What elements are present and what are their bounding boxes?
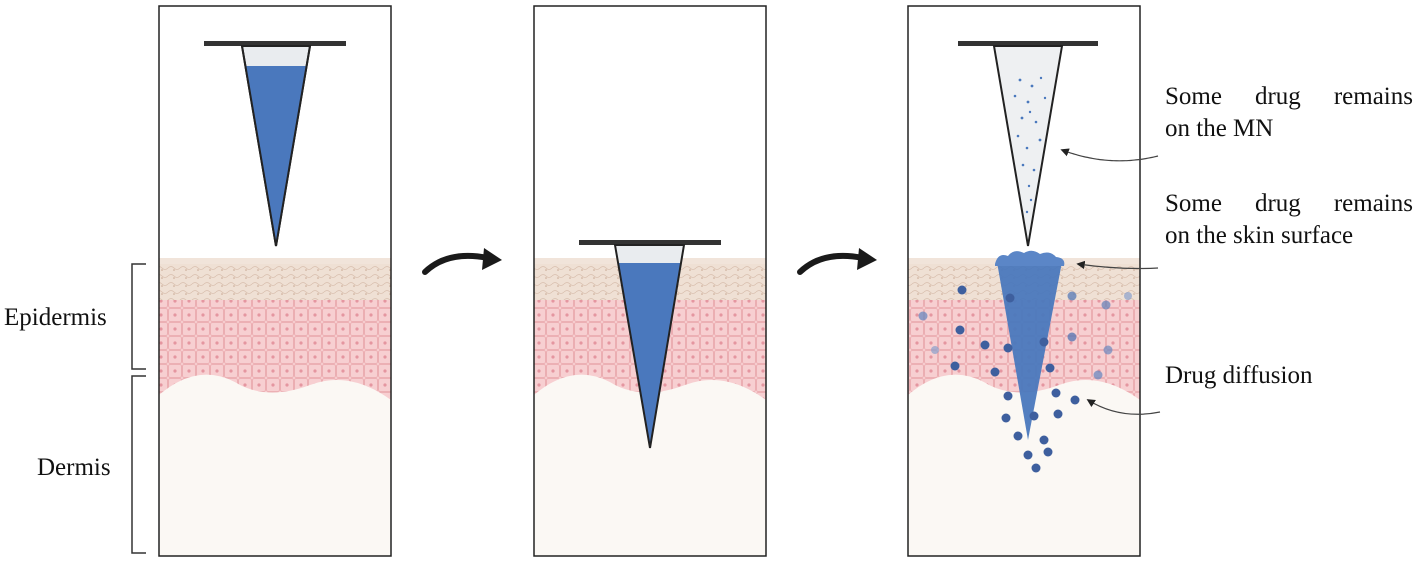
leader-surface: [1076, 260, 1159, 270]
skin-surface-line2: on the skin surface: [1165, 222, 1354, 249]
dermis-label: Dermis: [37, 454, 111, 481]
stratum-corneum-layer: [159, 262, 391, 300]
diffusing-drug-particles: [918, 285, 1132, 473]
mn-remaining-line1: Some drug remains: [1165, 82, 1413, 112]
patch-backing: [579, 240, 721, 245]
drug-load: [618, 263, 681, 448]
dermis-bracket: [131, 375, 146, 554]
step-arrow-2: [797, 252, 866, 275]
microneedle-inserted: [613, 244, 686, 449]
drug-channel: [997, 262, 1062, 440]
mn-remaining-line2: on the MN: [1165, 115, 1274, 142]
patch-backing: [204, 41, 346, 46]
panel-2: [534, 6, 766, 556]
drug-load: [246, 66, 306, 246]
leader-diffusion: [1086, 399, 1161, 415]
leader-mn: [1060, 148, 1159, 162]
epidermis-bracket: [131, 263, 146, 370]
step-arrow-1: [422, 252, 491, 275]
word: Some: [1165, 190, 1222, 217]
residual-drug-dots: [1013, 76, 1047, 214]
word: drug: [1254, 83, 1301, 110]
panel-3: [908, 6, 1140, 556]
viable-epidermis-layer: [159, 298, 391, 400]
panel-1-frame: [158, 5, 392, 557]
diffusion-label: Drug diffusion: [1165, 362, 1313, 389]
panel-3-frame: [907, 5, 1141, 557]
surface-drug-deposit: [995, 250, 1065, 266]
word: Some: [1165, 83, 1222, 110]
epidermis-label: Epidermis: [4, 304, 107, 331]
word: remains: [1333, 83, 1413, 110]
microneedle-used: [992, 45, 1064, 247]
patch-backing: [958, 41, 1098, 46]
skin-surface-line1: Some drug remains: [1165, 189, 1413, 219]
panel-1: [159, 6, 391, 556]
word: drug: [1254, 190, 1301, 217]
dermis-layer: [159, 370, 391, 556]
word: remains: [1333, 190, 1413, 217]
panel-2-frame: [533, 5, 767, 557]
